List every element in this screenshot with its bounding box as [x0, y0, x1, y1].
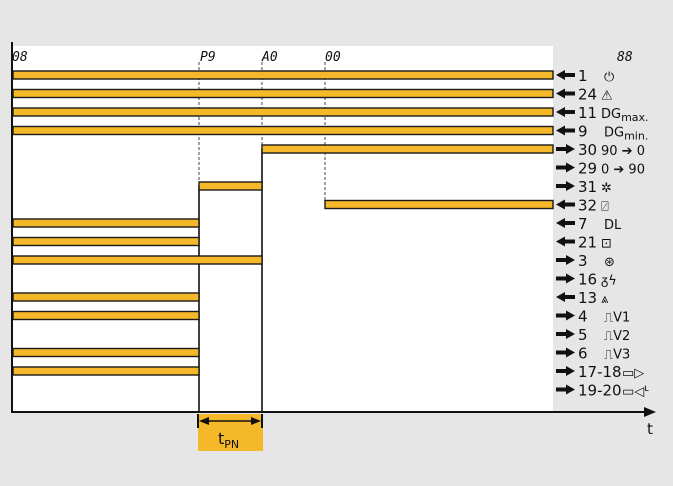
timing-bar — [12, 218, 200, 228]
timing-bar — [12, 347, 200, 358]
signal-label: ⎍V3 — [604, 348, 630, 363]
terminal-number: 21 — [578, 234, 597, 252]
signal-label: ⎍V1 — [604, 311, 630, 326]
output-arrow-icon — [556, 310, 575, 321]
timing-bar — [12, 310, 200, 321]
timing-bar — [12, 366, 200, 376]
input-arrow-icon — [556, 199, 575, 210]
terminal-number: 9 — [578, 123, 588, 141]
terminal-number: 32 — [578, 197, 597, 215]
terminal-number: 13 — [578, 289, 597, 307]
timing-bar — [12, 70, 554, 80]
timing-bar — [198, 181, 263, 191]
signal-label: ⊛ — [604, 255, 615, 270]
terminal-number: 11 — [578, 104, 597, 122]
signal-label: DL — [604, 218, 622, 233]
signal-row-13: 13 ⩓ — [556, 289, 609, 307]
terminal-number: 24 — [578, 86, 597, 104]
signal-row-5: 5 ⎍V2 — [556, 326, 630, 344]
terminal-number: 3 — [578, 252, 588, 270]
input-arrow-icon — [556, 88, 575, 99]
signal-row-24: 24 ⚠ — [556, 86, 613, 104]
signal-row-32: 32 ⍁ — [556, 197, 609, 215]
signal-label: ⚠ — [601, 89, 613, 104]
display-code-start: 08 — [12, 50, 28, 65]
signal-label: ✲ — [601, 181, 612, 196]
output-arrow-icon — [556, 162, 575, 173]
timing-bar — [12, 107, 554, 117]
output-arrow-icon — [556, 347, 575, 358]
signal-row-16: 16 ᵹϟ — [556, 271, 617, 289]
signal-label: ▭◁ᒻ — [622, 385, 649, 400]
output-arrow-icon — [556, 181, 575, 191]
display-code-a0: A0 — [261, 50, 278, 65]
output-arrow-icon — [556, 273, 575, 284]
terminal-number: 31 — [578, 178, 597, 196]
timing-bar — [12, 236, 200, 247]
signal-label: ⎍V2 — [604, 329, 630, 344]
timing-bar — [12, 125, 554, 136]
input-arrow-icon — [556, 236, 575, 247]
terminal-number: 29 — [578, 160, 597, 178]
signal-row-6: 6 ⎍V3 — [556, 345, 630, 363]
terminal-number: 17-18 — [578, 363, 622, 381]
signal-label: DGmax. — [601, 107, 649, 124]
display-code-p9: P9 — [200, 50, 216, 65]
signal-row-3: 3⊛ — [556, 252, 615, 270]
signal-row-30: 30 90 ➔ 0 — [556, 141, 645, 159]
terminal-number: 6 — [578, 345, 588, 363]
signal-row-4: 4 ⎍V1 — [556, 308, 630, 326]
signal-row-9: 9 DGmin. — [556, 123, 648, 143]
input-arrow-icon — [556, 292, 575, 302]
timing-bar — [12, 88, 554, 99]
signal-label: ⊡ — [601, 237, 612, 252]
output-arrow-icon — [556, 255, 575, 265]
timing-bar — [324, 199, 554, 210]
display-code-00: 00 — [325, 50, 341, 65]
output-arrow-icon — [556, 329, 575, 339]
display-code-right: 88 — [617, 50, 633, 65]
signal-label: ▭▷ — [622, 366, 644, 381]
signal-row-29: 29 0 ➔ 90 — [556, 160, 645, 178]
signal-row-7: 7 DL — [556, 215, 622, 233]
signal-row-1: 1⏻ — [556, 67, 614, 85]
terminal-number: 4 — [578, 308, 588, 326]
time-axis-label: t — [647, 420, 653, 438]
signal-row-21: 21 ⊡ — [556, 234, 612, 252]
signal-label: ⩓ — [601, 292, 609, 307]
interval-left-arrow-icon — [199, 417, 209, 425]
signal-label: 0 ➔ 90 — [601, 163, 645, 178]
interval-right-arrow-icon — [251, 417, 261, 425]
signal-label: DGmin. — [604, 126, 648, 143]
terminal-number: 5 — [578, 326, 588, 344]
input-arrow-icon — [556, 125, 575, 136]
terminal-number: 30 — [578, 141, 597, 159]
signal-label: ⏻ — [604, 70, 614, 85]
output-arrow-icon — [556, 384, 575, 395]
signal-label: ᵹϟ — [601, 274, 617, 289]
timing-bar — [12, 255, 263, 265]
signal-row-17-18: 17-18▭▷ — [556, 363, 644, 381]
time-axis-arrow-icon — [644, 407, 656, 417]
timing-bar — [261, 144, 554, 154]
interval-label: tPN — [218, 429, 239, 451]
output-arrow-icon — [556, 144, 575, 154]
signal-row-31: 31 ✲ — [556, 178, 612, 196]
output-arrow-icon — [556, 366, 575, 376]
timing-bar — [12, 292, 200, 302]
terminal-number: 7 — [578, 215, 588, 233]
terminal-number: 1 — [578, 67, 588, 85]
input-arrow-icon — [556, 70, 575, 80]
terminal-number: 16 — [578, 271, 597, 289]
input-arrow-icon — [556, 107, 575, 117]
terminal-number: 19-20 — [578, 382, 622, 400]
signal-label: ⍁ — [601, 200, 609, 215]
signal-label: 90 ➔ 0 — [601, 144, 645, 159]
input-arrow-icon — [556, 218, 575, 228]
signal-row-19-20: 19-20▭◁ᒻ — [556, 382, 649, 400]
